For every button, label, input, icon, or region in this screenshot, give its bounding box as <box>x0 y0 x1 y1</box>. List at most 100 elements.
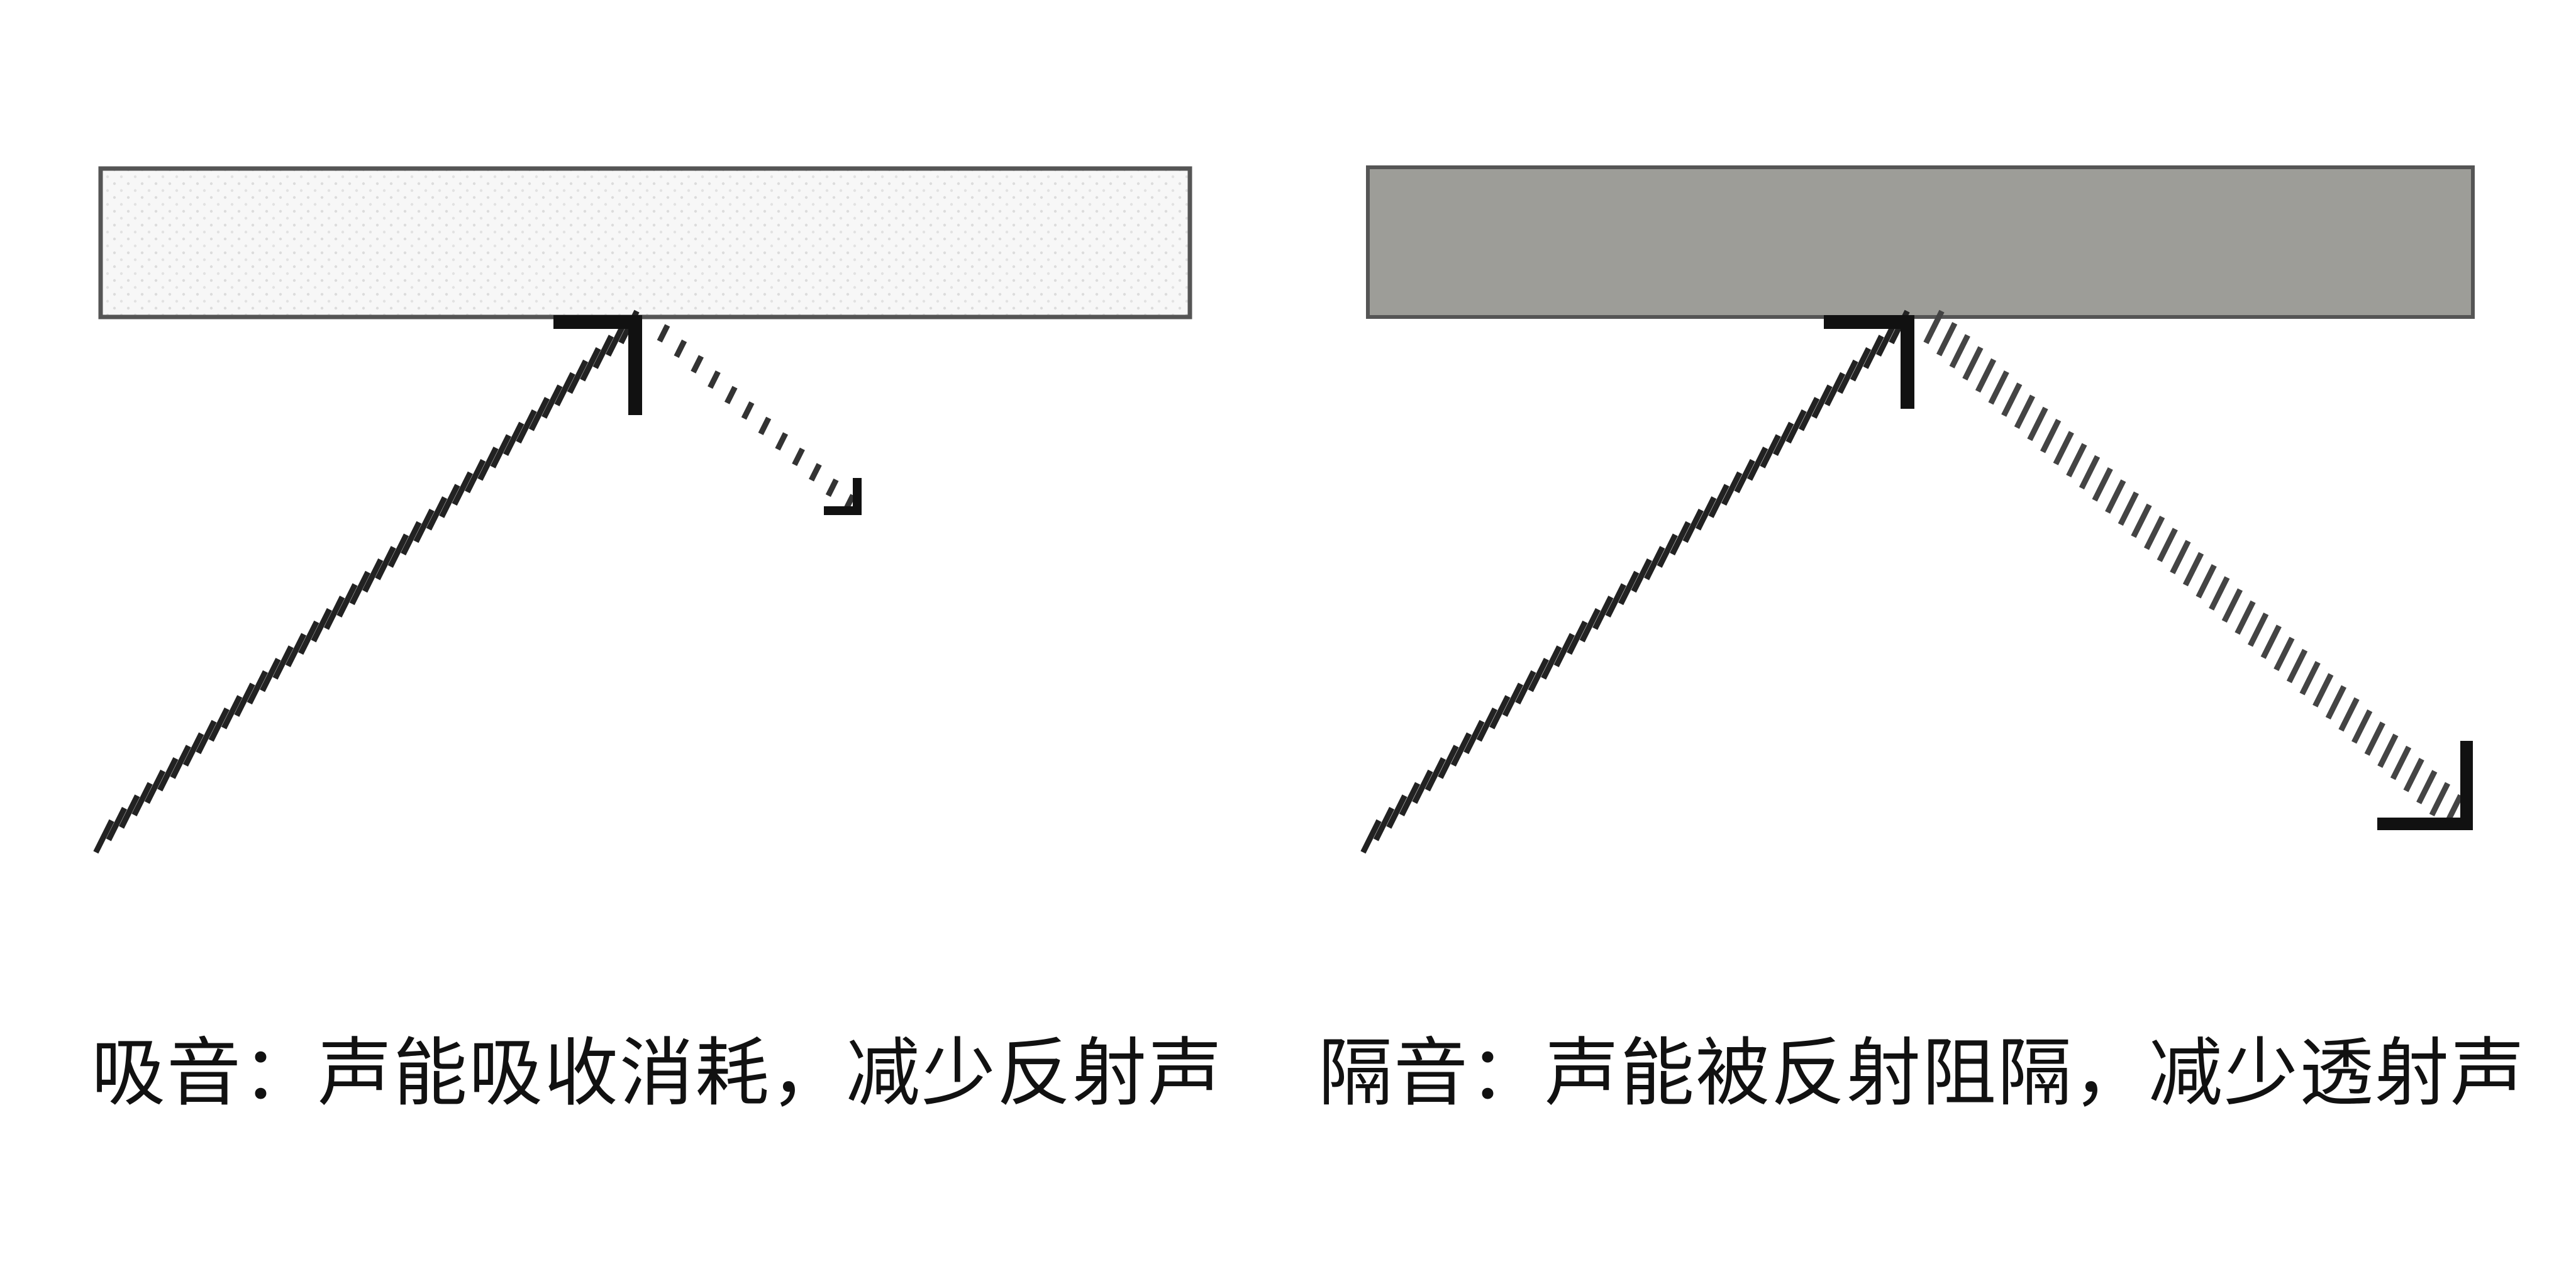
hatch-mark <box>708 370 721 389</box>
incident-angle-marker <box>553 315 642 415</box>
hatch-mark <box>1863 335 1884 369</box>
hatch-mark <box>2182 552 2204 587</box>
incident-sound-ray <box>1360 309 1910 854</box>
hatch-mark <box>1747 447 1768 481</box>
hatch-mark <box>196 719 217 755</box>
hatch-mark <box>1988 370 2009 405</box>
hatch-mark <box>1424 757 1446 792</box>
hatch-mark <box>298 620 319 655</box>
hatch-mark <box>1644 546 1665 580</box>
hatch-mark <box>464 458 486 494</box>
hatch-mark <box>477 447 499 481</box>
hatch-mark <box>221 695 243 730</box>
hatch-mark <box>580 347 601 382</box>
absorbing-material <box>98 166 1192 319</box>
hatch-mark <box>1618 570 1640 606</box>
hatch-mark <box>2247 613 2269 647</box>
hatch-mark <box>2157 528 2178 562</box>
hatch-mark <box>554 372 575 406</box>
absorption-panel <box>93 166 1192 854</box>
hatch-mark <box>2196 564 2217 599</box>
hatch-mark <box>1657 533 1678 568</box>
hatch-mark <box>2390 745 2412 780</box>
hatch-mark <box>1696 496 1717 531</box>
hatch-mark <box>1785 409 1807 444</box>
hatch-mark <box>724 386 738 404</box>
hatch-mark <box>758 416 772 435</box>
hatch-mark <box>1962 346 1984 380</box>
hatch-mark <box>2118 491 2140 526</box>
hatch-mark <box>1528 657 1549 692</box>
hatch-mark <box>2066 443 2087 477</box>
hatch-mark <box>2403 758 2424 792</box>
insulation-caption: 隔音：声能被反射阻隔，减少透射声 <box>1318 1030 2526 1116</box>
hatch-mark <box>1567 620 1588 655</box>
hatch-mark <box>691 355 704 374</box>
hatch-mark <box>1850 347 1872 382</box>
hatch-mark <box>260 657 281 692</box>
hatch-mark <box>285 633 307 667</box>
hatch-mark <box>1502 682 1523 717</box>
hatch-mark <box>1553 633 1575 667</box>
hatch-mark <box>1837 359 1858 394</box>
hatch-mark <box>234 682 255 717</box>
hatch-mark <box>792 447 805 466</box>
hatch-mark <box>1936 322 1958 357</box>
hatch-mark <box>1438 745 1459 779</box>
hatch-mark <box>1923 309 1945 345</box>
hatch-mark <box>1798 397 1820 431</box>
hatch-mark <box>1605 583 1626 618</box>
reflected-arrow-head <box>2377 741 2473 830</box>
hatch-mark <box>375 546 396 580</box>
hatch-mark <box>2027 406 2048 441</box>
hatch-mark <box>1489 695 1511 730</box>
hatch-mark <box>567 359 589 394</box>
hatch-mark <box>1772 421 1794 457</box>
hatch-mark <box>2053 431 2074 465</box>
hatch-mark <box>2364 721 2385 756</box>
hatch-mark <box>490 434 511 469</box>
hatch-mark <box>1360 819 1382 854</box>
hatch-mark <box>1670 521 1691 556</box>
hatch-mark <box>2170 540 2191 574</box>
hatch-mark <box>592 335 614 369</box>
hatch-mark <box>439 484 460 518</box>
hatch-mark <box>2131 503 2152 538</box>
hatch-mark <box>503 421 525 457</box>
hatch-mark <box>182 732 204 767</box>
hatch-mark <box>2312 673 2334 708</box>
hatch-mark <box>272 645 294 680</box>
hatch-mark <box>247 670 269 705</box>
hatch-mark <box>1824 372 1846 406</box>
hatch-mark <box>349 570 370 606</box>
hatch-mark <box>1734 458 1755 494</box>
hatch-mark <box>516 409 537 444</box>
weak-reflected-ray <box>657 324 856 513</box>
hatch-mark <box>809 463 822 482</box>
hatch-mark <box>1450 732 1472 767</box>
hatch-mark <box>119 794 140 829</box>
hatch-mark <box>311 608 332 643</box>
hatch-mark <box>170 745 191 779</box>
hatch-mark <box>2325 685 2347 719</box>
hatch-mark <box>1463 719 1485 755</box>
hatch-mark <box>2105 479 2126 514</box>
hatch-mark <box>2377 733 2399 768</box>
hatch-mark <box>1386 794 1407 829</box>
hatch-mark <box>825 478 839 497</box>
hatch-mark <box>208 707 230 742</box>
hatch-mark <box>2040 419 2062 453</box>
hatch-mark <box>157 757 179 792</box>
hatch-mark <box>674 339 687 358</box>
hatch-mark <box>1708 484 1729 518</box>
hatch-mark <box>452 471 473 506</box>
hatch-mark <box>2429 782 2451 816</box>
hatch-mark <box>106 807 127 841</box>
hatch-mark <box>2014 394 2036 429</box>
hatch-mark <box>2299 661 2321 696</box>
hatch-mark <box>1975 358 1997 393</box>
hatch-mark <box>1721 471 1743 506</box>
hatch-mark <box>1760 434 1781 469</box>
hatch-mark <box>336 583 358 618</box>
